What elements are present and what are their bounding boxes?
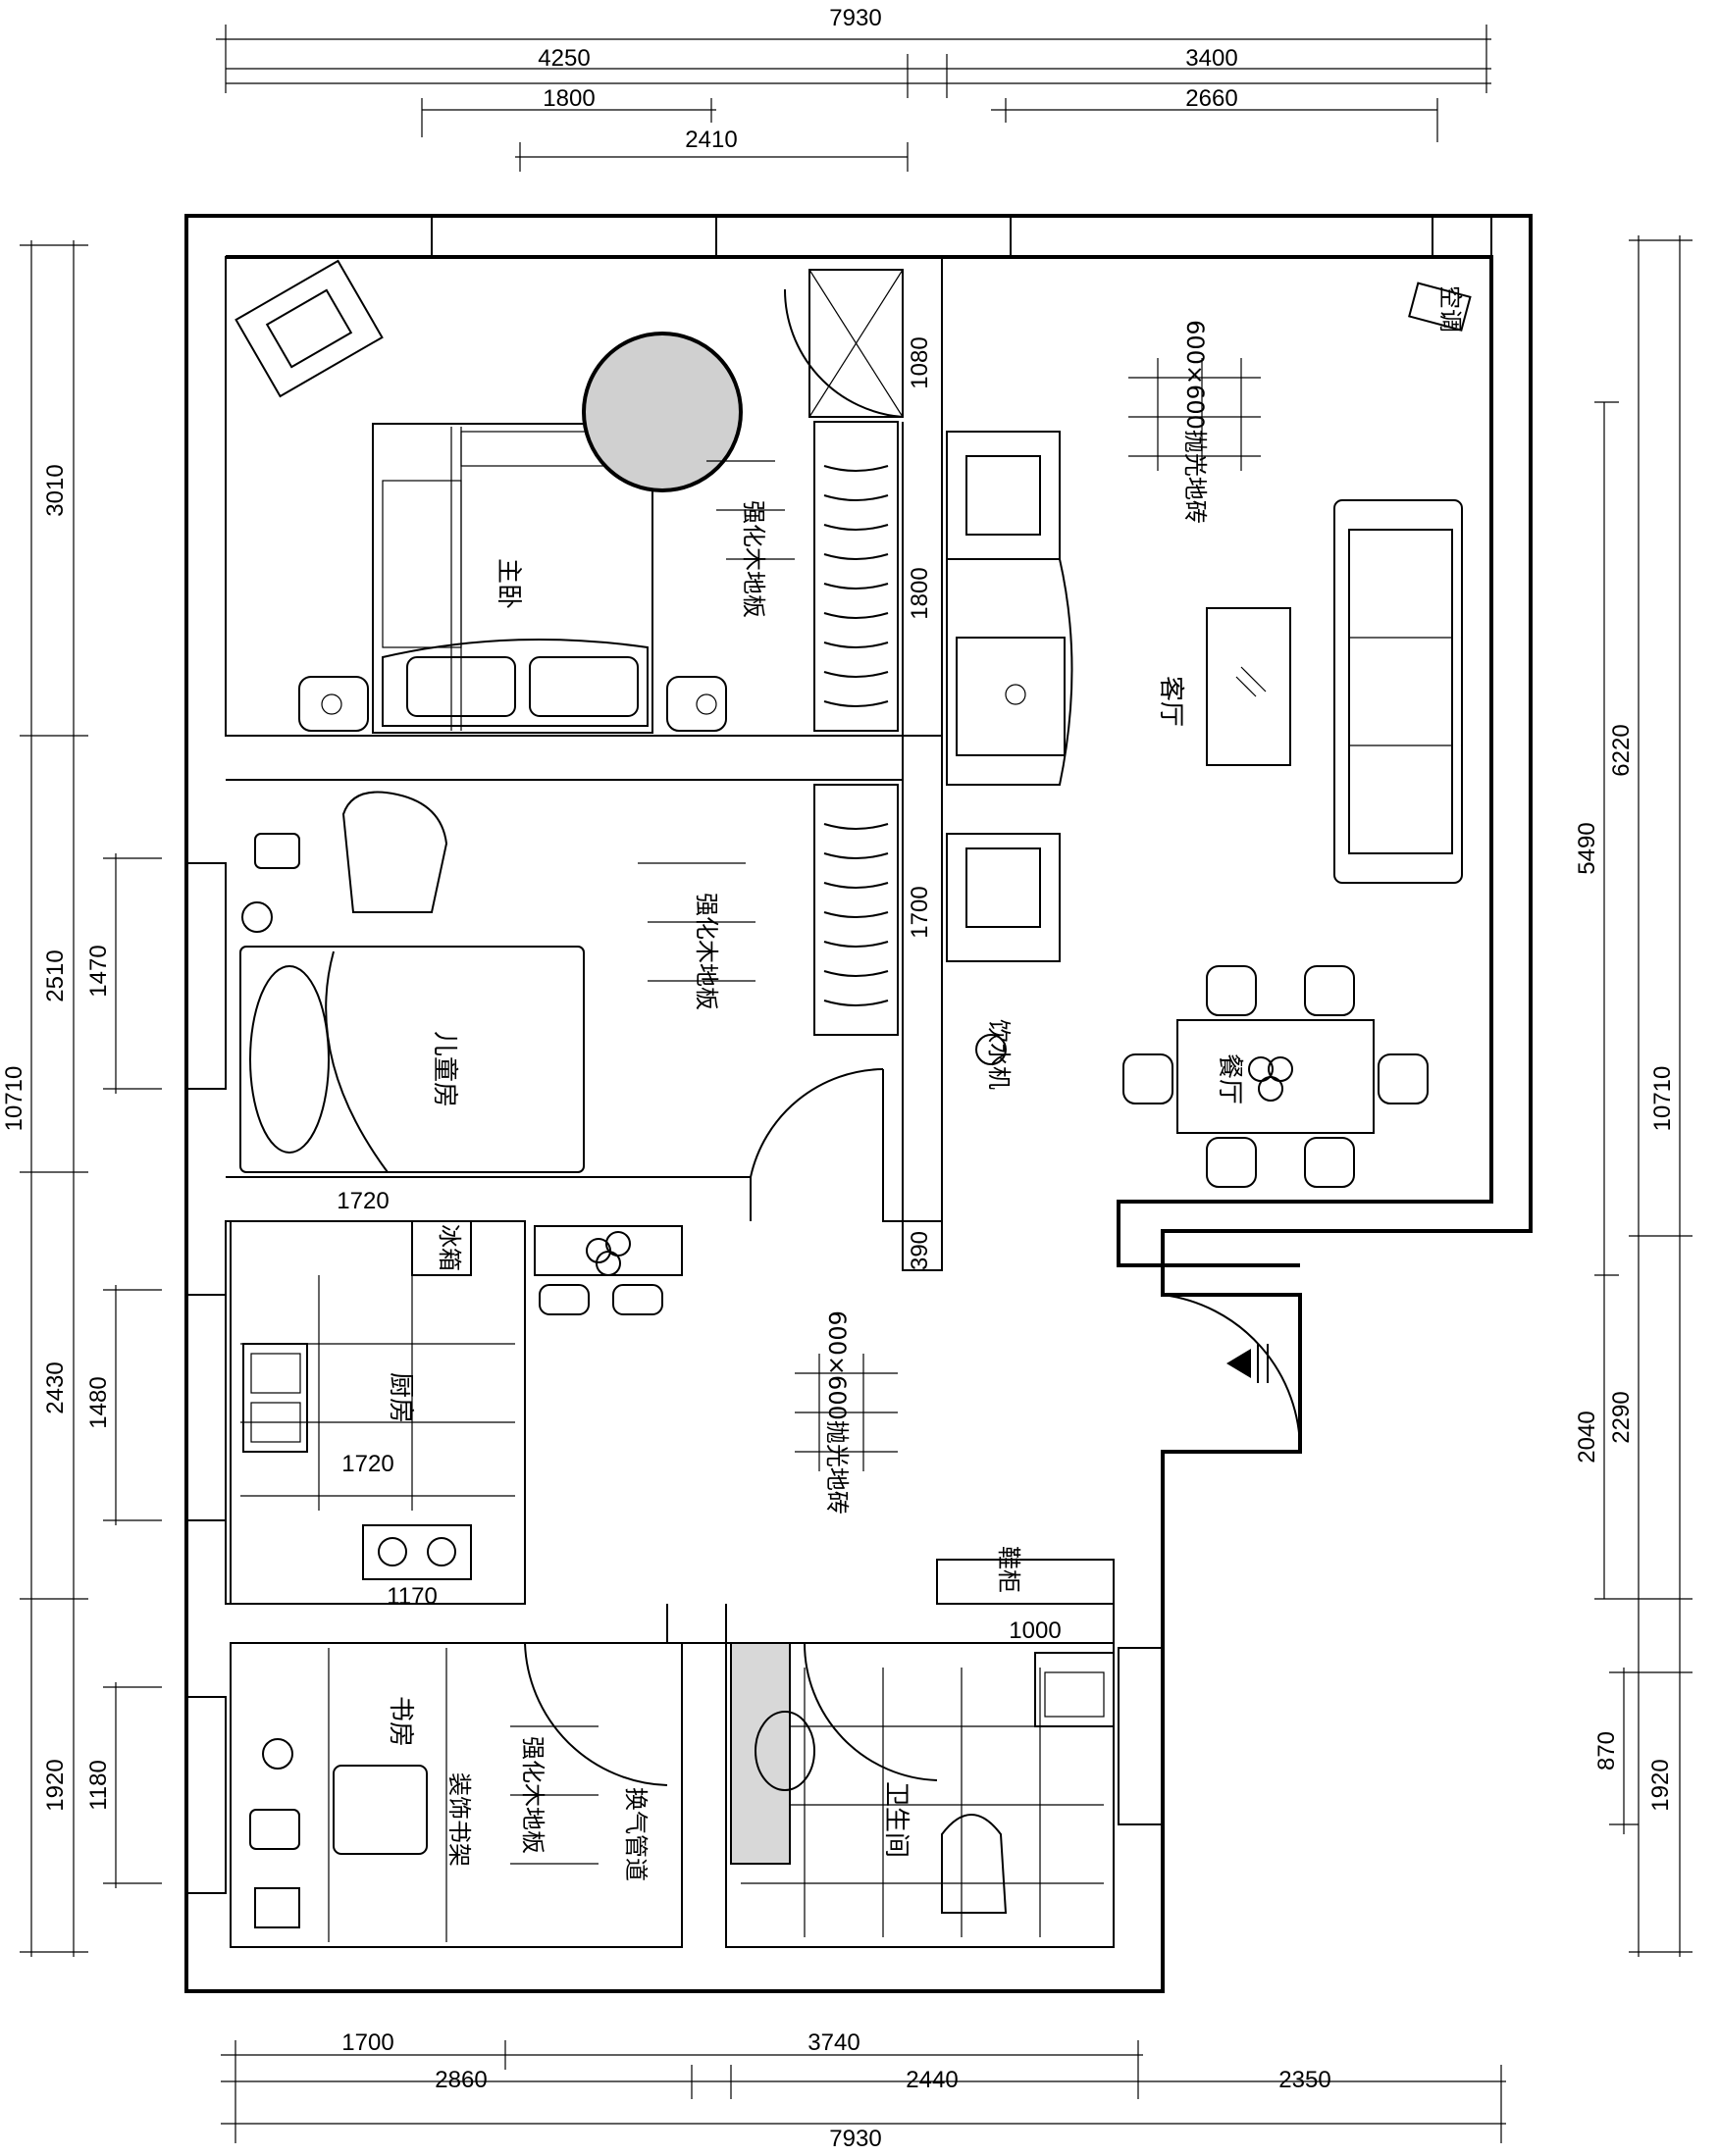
room-names: 主卧 儿童房 客厅 餐厅 厨房 书房 卫生间 <box>386 558 1244 1858</box>
dim-top-a: 4250 <box>538 45 590 72</box>
material-labels: 强化木地板 强化木地板 强化木地板 600×600抛光地砖 600×600抛光地… <box>519 320 1209 1854</box>
dim-right-total: 10710 <box>1649 1066 1676 1132</box>
dim-bottom-c: 2860 <box>435 2067 487 2093</box>
dim-left-a: 3010 <box>42 464 69 516</box>
kids-chair <box>341 791 448 913</box>
dim-left-c: 1470 <box>85 945 112 997</box>
dim-right-a: 5490 <box>1574 822 1600 874</box>
walls <box>184 214 1533 1993</box>
room-living: 客厅 <box>1156 676 1185 727</box>
dim-left-b: 2510 <box>42 950 69 1001</box>
dim-inner-1720a: 1720 <box>337 1188 389 1214</box>
label-shoe-cabinet: 鞋柜 <box>995 1546 1022 1593</box>
kitchen-fittings <box>242 1220 683 1580</box>
kids-desk-items <box>241 833 300 933</box>
wardrobe-kids <box>813 784 899 1036</box>
fixture-labels: 空调 饮水机 冰箱 鞋柜 装饰书架 换气管道 <box>436 285 1464 1881</box>
room-kitchen: 厨房 <box>386 1372 415 1423</box>
rug-round <box>582 332 743 492</box>
dim-inner-390: 390 <box>907 1231 933 1270</box>
sofa <box>1333 499 1463 884</box>
master-bed <box>372 423 653 734</box>
room-bathroom: 卫生间 <box>881 1781 911 1858</box>
label-vent-duct: 换气管道 <box>622 1787 650 1881</box>
material-tile-living: 600×600抛光地砖 <box>1181 320 1209 524</box>
dim-left-f: 1920 <box>42 1759 69 1811</box>
dim-top-d: 2660 <box>1185 85 1237 112</box>
entrance-arrow <box>1226 1344 1269 1383</box>
dim-bottom-d: 2440 <box>906 2067 958 2093</box>
dim-bottom-b: 3740 <box>807 2029 860 2056</box>
label-fridge: 冰箱 <box>436 1224 463 1271</box>
room-dining: 餐厅 <box>1215 1053 1244 1104</box>
room-kids: 儿童房 <box>430 1031 459 1107</box>
armchair-master <box>234 259 384 398</box>
room-study: 书房 <box>386 1696 415 1747</box>
ac-unit <box>1408 282 1472 332</box>
coffee-table <box>1206 607 1291 766</box>
dim-left-e: 1480 <box>85 1376 112 1428</box>
dim-bottom-a: 1700 <box>341 2029 393 2056</box>
tile-grid-living <box>1128 358 1261 471</box>
dim-bottom-e: 2350 <box>1278 2067 1330 2093</box>
label-decor-shelf: 装饰书架 <box>445 1772 473 1867</box>
dim-bottom-total: 7930 <box>829 2126 881 2152</box>
dim-top-total: 7930 <box>829 5 881 31</box>
dim-inner-1800: 1800 <box>907 567 933 619</box>
material-tile-hall: 600×600抛光地砖 <box>823 1310 851 1514</box>
dim-inner-1080: 1080 <box>907 336 933 388</box>
label-ac: 空调 <box>1436 285 1464 333</box>
dim-top-b: 3400 <box>1185 45 1237 72</box>
dimension-lines <box>20 25 1693 2143</box>
dim-inner-1700: 1700 <box>907 886 933 938</box>
dining-set <box>1122 965 1429 1188</box>
material-laminate-kids: 强化木地板 <box>693 893 720 1010</box>
dim-left-total: 10710 <box>1 1066 27 1132</box>
material-laminate-study: 强化木地板 <box>519 1736 547 1854</box>
dim-inner-1000: 1000 <box>1009 1617 1061 1644</box>
laminate-hatch <box>510 460 795 1865</box>
water-dispenser <box>975 1034 1007 1065</box>
tv-cabinet <box>946 431 1073 962</box>
tile-grid-hall <box>795 1354 898 1471</box>
dim-left-g: 1180 <box>85 1760 112 1811</box>
dim-top-e: 2410 <box>685 127 737 153</box>
wardrobe-master <box>808 269 904 732</box>
dim-right-c: 2040 <box>1574 1411 1600 1463</box>
bath-fittings <box>730 1559 1115 1914</box>
label-water-dispenser: 饮水机 <box>985 1019 1013 1090</box>
dim-right-d: 2290 <box>1608 1391 1635 1443</box>
dim-inner-1170: 1170 <box>387 1583 438 1610</box>
dim-left-d: 2430 <box>42 1361 69 1413</box>
room-master-bedroom: 主卧 <box>494 558 523 609</box>
nightstands <box>298 676 727 732</box>
dim-inner-1720b: 1720 <box>341 1451 393 1477</box>
study-furniture <box>249 1648 447 1942</box>
kids-bed <box>239 946 585 1173</box>
tile-grid-bath <box>741 1668 1104 1937</box>
door-swings <box>524 288 1302 1786</box>
dim-top-c: 1800 <box>543 85 595 112</box>
material-laminate-master: 强化木地板 <box>740 500 767 618</box>
dim-right-e: 870 <box>1593 1731 1620 1771</box>
dim-right-b: 6220 <box>1608 724 1635 776</box>
dim-right-f: 1920 <box>1647 1759 1674 1811</box>
dimension-texts: 7930 4250 3400 1800 2660 2410 1700 3740 … <box>1 5 1676 2152</box>
